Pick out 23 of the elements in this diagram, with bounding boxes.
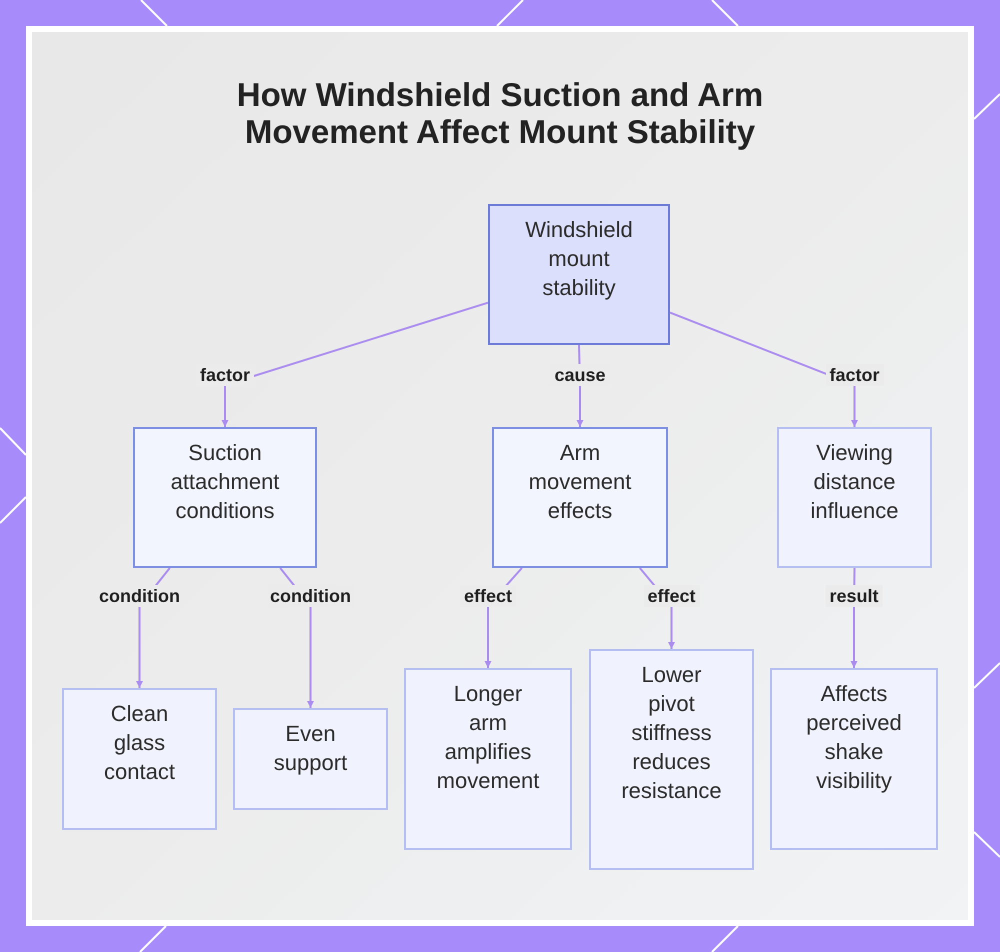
process-box <box>777 427 932 568</box>
node-text: Even support <box>272 720 348 777</box>
edge-label: factor <box>826 364 884 386</box>
node-text: Suction attachment conditions <box>170 439 280 525</box>
node-text: Windshield mount stability <box>524 216 634 302</box>
connector-arrow <box>222 302 488 427</box>
process-box <box>133 427 317 568</box>
node-text: Arm movement effects <box>528 439 632 525</box>
edge-label: effect <box>644 585 700 607</box>
process-box <box>404 668 572 850</box>
process-box <box>62 688 217 830</box>
node-text: Lower pivot stiffness reduces resistance <box>620 661 723 805</box>
edge-label: result <box>825 585 883 607</box>
node-text: Longer arm amplifies movement <box>436 680 540 795</box>
process-box <box>770 668 938 850</box>
process-box <box>488 204 670 345</box>
process-box <box>233 708 388 810</box>
process-box <box>492 427 668 568</box>
process-box <box>589 649 754 870</box>
diagram-title: How Windshield Suction and Arm Movement Affect Mount Stability <box>236 76 764 150</box>
node-text: Clean glass contact <box>103 700 176 786</box>
node-text: Viewing distance influence <box>809 439 900 525</box>
node-text: Affects perceived shake visibility <box>805 680 903 795</box>
